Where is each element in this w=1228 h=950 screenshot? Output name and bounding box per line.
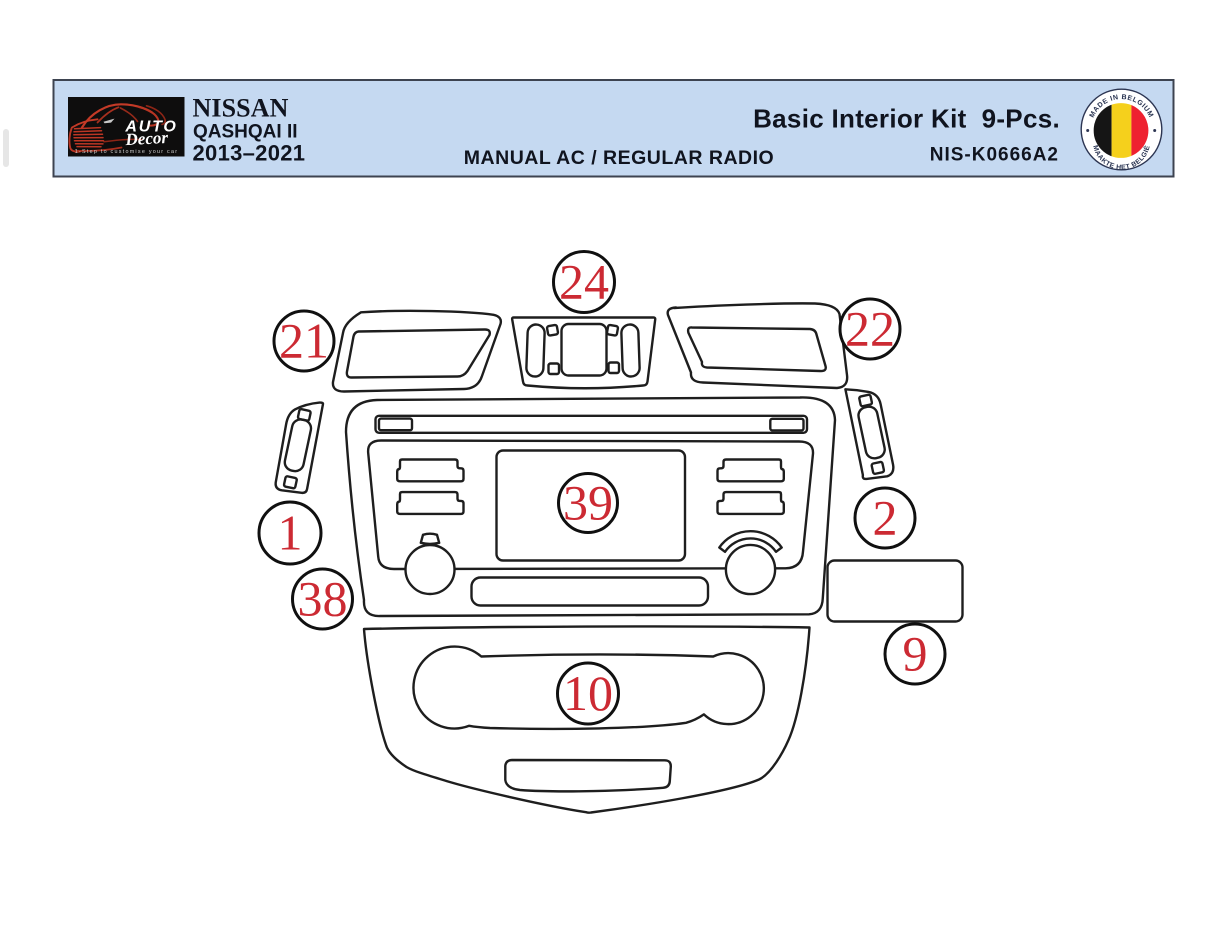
svg-text:2: 2 bbox=[873, 490, 898, 546]
svg-text:MANUAL AC / REGULAR RADIO: MANUAL AC / REGULAR RADIO bbox=[464, 147, 774, 169]
svg-text:10: 10 bbox=[563, 665, 613, 721]
svg-text:38: 38 bbox=[298, 571, 348, 627]
svg-text:1-Step to customise your car: 1-Step to customise your car bbox=[75, 149, 179, 155]
svg-text:Decor: Decor bbox=[124, 128, 169, 149]
svg-text:21: 21 bbox=[279, 313, 329, 369]
svg-text:9: 9 bbox=[903, 626, 928, 682]
svg-text:QASHQAI II: QASHQAI II bbox=[193, 121, 298, 142]
svg-text:24: 24 bbox=[559, 254, 609, 310]
svg-text:Basic Interior Kit 9-Pcs.: Basic Interior Kit 9-Pcs. bbox=[753, 104, 1060, 134]
svg-text:1: 1 bbox=[278, 505, 303, 561]
svg-text:22: 22 bbox=[845, 301, 895, 357]
svg-text:39: 39 bbox=[563, 475, 613, 531]
svg-text:NIS-K0666A2: NIS-K0666A2 bbox=[930, 145, 1059, 166]
svg-text:2013–2021: 2013–2021 bbox=[193, 141, 306, 166]
svg-text:AUTO: AUTO bbox=[124, 119, 177, 136]
svg-text:NISSAN: NISSAN bbox=[193, 94, 289, 123]
